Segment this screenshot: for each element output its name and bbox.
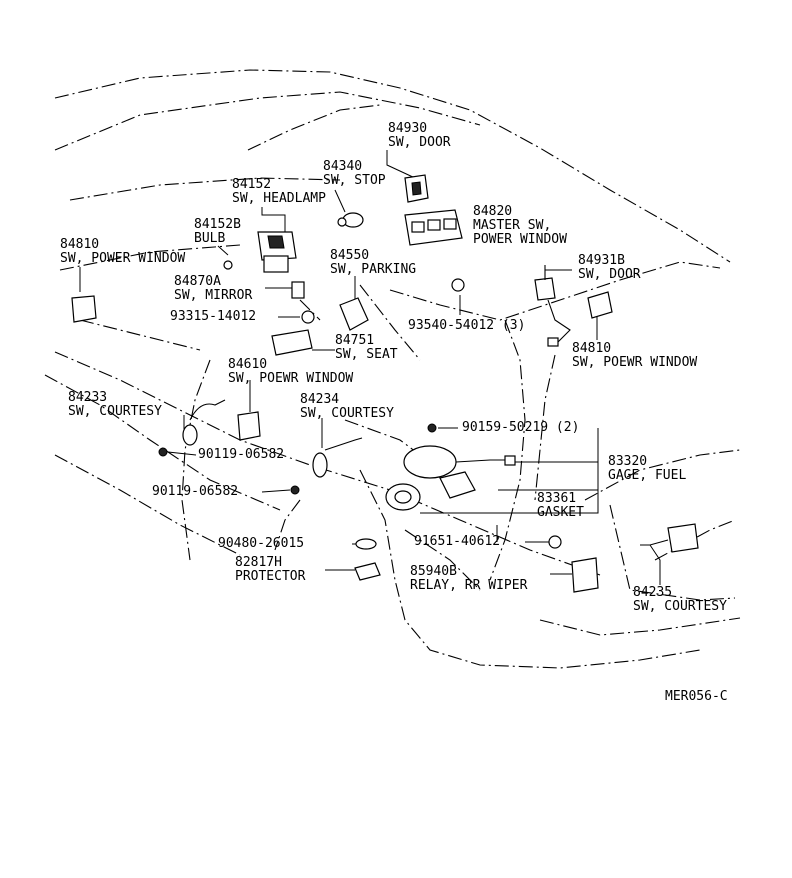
part-fuel-gage-83320	[403, 445, 516, 499]
part-name: SW, MIRROR	[174, 288, 253, 303]
part-number: 84751	[335, 333, 375, 348]
part-number: 84340	[323, 159, 363, 174]
part-gasket-83361	[385, 483, 421, 511]
label-90480-26015: 90480-26015	[218, 537, 304, 551]
diagram-code: MER056-C	[665, 689, 728, 704]
part-name: RELAY, RR WIPER	[410, 578, 528, 593]
part-name: GAGE, FUEL	[608, 468, 687, 483]
part-number: 83361	[537, 491, 577, 506]
part-name: MASTER SW,	[473, 218, 552, 233]
part-name: SW, STOP	[323, 173, 386, 188]
part-door-switch-84930	[404, 174, 429, 203]
part-number: 90119-06582	[198, 447, 285, 462]
part-power-window-switch-84810-left	[71, 295, 97, 323]
part-bolt-90159-50219	[427, 423, 437, 433]
part-name: GASKET	[537, 505, 584, 520]
part-name: SW, DOOR	[388, 135, 451, 150]
part-bulb-84152b	[223, 260, 233, 270]
part-number: 90119-06582	[152, 484, 239, 499]
part-number: 93315-14012	[170, 309, 257, 324]
part-parking-switch-84550	[339, 297, 369, 331]
part-number: 82817H	[235, 555, 282, 570]
part-nut-91651-40612	[548, 535, 562, 549]
label-90119-06582-b: 90119-06582	[152, 485, 238, 499]
screw-markers	[301, 278, 465, 324]
part-door-switch-84931b	[534, 265, 571, 347]
part-bolt-90119-06582-a	[158, 447, 168, 457]
part-mirror-switch-84870a	[291, 281, 305, 299]
part-name: SW, SEAT	[335, 347, 398, 362]
part-name: SW, COURTESY	[633, 599, 727, 614]
part-name: SW, POEWR WINDOW	[228, 371, 354, 386]
part-number: 84870A	[174, 274, 221, 289]
part-name: SW, POWER WINDOW	[60, 251, 186, 266]
part-number: 93540-54012 (3)	[408, 318, 526, 333]
label-91651-40612: 91651-40612	[414, 535, 500, 549]
part-name: SW, COURTESY	[300, 406, 394, 421]
part-bolt-90119-06582-b	[290, 485, 300, 495]
part-relay-85940b	[571, 557, 599, 593]
part-master-switch-84820	[404, 209, 463, 246]
part-protector-82817h	[354, 562, 381, 581]
part-number: 85940B	[410, 564, 457, 579]
part-name: SW, DOOR	[578, 267, 641, 282]
part-number: 90159-50219 (2)	[462, 420, 580, 435]
part-courtesy-switch-84235	[640, 523, 699, 553]
part-name: PROTECTOR	[235, 569, 306, 584]
part-courtesy-switch-84233	[182, 399, 226, 446]
part-number: 84152B	[194, 217, 241, 232]
part-number: 84810	[60, 237, 100, 252]
part-name: BULB	[194, 231, 226, 246]
part-name: SW, COURTESY	[68, 404, 162, 419]
part-number: 84931B	[578, 253, 625, 268]
part-number: 84152	[232, 177, 272, 192]
part-name: SW, POEWR WINDOW	[572, 355, 698, 370]
part-number: 84930	[388, 121, 428, 136]
part-number: 83320	[608, 454, 648, 469]
part-number: 84235	[633, 585, 673, 600]
part-number: 91651-40612	[414, 534, 501, 549]
part-headlamp-switch-84152	[257, 231, 297, 273]
part-number: 90480-26015	[218, 536, 305, 551]
part-number: 84234	[300, 392, 340, 407]
part-seat-switch-84751	[271, 329, 313, 356]
part-name-line2: POWER WINDOW	[473, 232, 567, 247]
part-name: SW, PARKING	[330, 262, 417, 277]
part-nut-90480-26015	[355, 538, 377, 550]
part-number: 84233	[68, 390, 108, 405]
part-power-window-switch-84610	[237, 411, 261, 441]
part-number: 84550	[330, 248, 370, 263]
label-90119-06582-a: 90119-06582	[198, 448, 284, 462]
part-stop-switch-84340	[337, 212, 364, 228]
part-name: SW, HEADLAMP	[232, 191, 326, 206]
part-courtesy-switch-84234	[312, 437, 363, 478]
part-number: 84820	[473, 204, 513, 219]
label-93315-14012: 93315-14012	[170, 310, 256, 324]
label-90159-50219: 90159-50219 (2)	[462, 421, 579, 435]
part-number: 84810	[572, 341, 612, 356]
label-93540-54012: 93540-54012 (3)	[408, 319, 525, 333]
part-number: 84610	[228, 357, 268, 372]
part-power-window-switch-84810-right	[587, 291, 613, 319]
